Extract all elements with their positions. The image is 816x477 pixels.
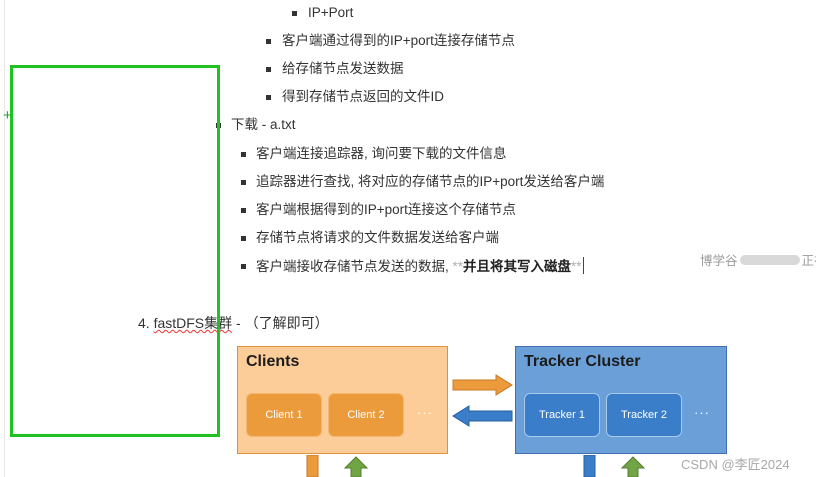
client-node: Client 2 bbox=[328, 393, 404, 437]
download-title: 下载 - a.txt bbox=[231, 117, 296, 132]
clients-title: Clients bbox=[246, 353, 300, 370]
arrow-down-icon bbox=[306, 455, 319, 477]
client-node: Client 1 bbox=[246, 393, 322, 437]
more-ellipsis: ··· bbox=[417, 405, 433, 420]
arrow-right-icon bbox=[452, 374, 513, 396]
arrow-down-icon bbox=[583, 455, 596, 477]
tracker-cluster-box: Tracker Cluster Tracker 1 Tracker 2 ··· bbox=[515, 346, 727, 454]
markdown-marks: ** bbox=[571, 259, 582, 274]
more-ellipsis: ··· bbox=[694, 405, 710, 420]
list-item-text: 给存储节点发送数据 bbox=[282, 61, 404, 76]
list-item-text: 追踪器进行查找, 将对应的存储节点的IP+port发送给客户端 bbox=[256, 174, 605, 189]
tracker-node: Tracker 1 bbox=[524, 393, 600, 437]
csdn-watermark: CSDN @李匠2024 bbox=[681, 457, 790, 472]
markdown-marks: ** bbox=[452, 259, 464, 274]
watermark-side: 博学谷正在 bbox=[700, 254, 816, 268]
text-cursor bbox=[582, 257, 584, 274]
arrow-left-icon bbox=[452, 405, 513, 427]
editor-gutter-line bbox=[4, 0, 5, 477]
tracker-title: Tracker Cluster bbox=[524, 353, 641, 370]
list-item-text: IP+Port bbox=[308, 5, 354, 20]
bold-text: 并且将其写入磁盘 bbox=[463, 259, 572, 274]
list-item-text: 客户端通过得到的IP+port连接存储节点 bbox=[282, 33, 515, 48]
list-item-text: 客户端根据得到的IP+port连接这个存储节点 bbox=[256, 202, 516, 217]
section-number: 4. bbox=[138, 315, 150, 331]
clients-box: Clients Client 1 Client 2 ··· bbox=[237, 346, 448, 454]
tracker-node: Tracker 2 bbox=[606, 393, 682, 437]
section-heading: 4. fastDFS集群 - （了解即可） bbox=[138, 313, 329, 333]
list-item-text: 得到存储节点返回的文件ID bbox=[282, 89, 444, 104]
list-item-text: 存储节点将请求的文件数据发送给客户端 bbox=[256, 230, 499, 245]
arrow-up-icon bbox=[344, 456, 368, 477]
add-block-icon[interactable]: + bbox=[3, 107, 12, 124]
arrow-up-icon bbox=[621, 456, 645, 477]
selection-rectangle bbox=[10, 65, 220, 437]
list-item-text[interactable]: 客户端接收存储节点发送的数据, **并且将其写入磁盘** bbox=[256, 257, 584, 274]
list-item-text: 客户端连接追踪器, 询问要下载的文件信息 bbox=[256, 146, 507, 161]
blurred-text bbox=[739, 255, 800, 265]
section-title: fastDFS集群 bbox=[153, 315, 233, 331]
section-suffix: - （了解即可） bbox=[232, 315, 329, 331]
